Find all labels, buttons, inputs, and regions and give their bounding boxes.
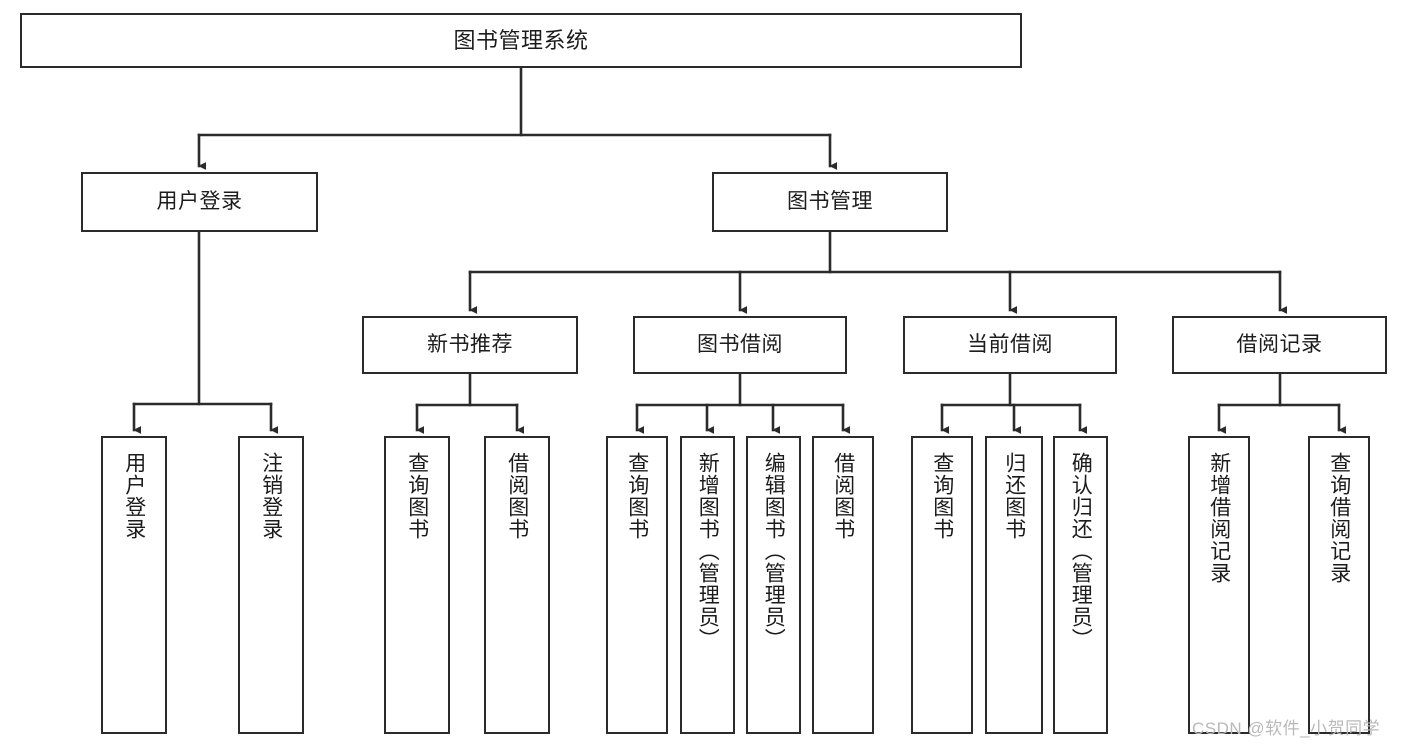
leaf-borrow-book-label: 借阅图书 — [831, 452, 855, 540]
node-user-login-label: 用户登录 — [156, 189, 243, 213]
node-current-borrow[interactable]: 当前借阅 — [903, 316, 1117, 374]
leaf-add-borrow-record[interactable]: 新增借阅记录 — [1188, 436, 1250, 734]
node-book-management-label: 图书管理 — [787, 189, 873, 213]
node-book-borrow-label: 图书借阅 — [697, 332, 783, 356]
leaf-query-book-recommend-label: 查询图书 — [405, 452, 429, 540]
leaf-query-borrow-record[interactable]: 查询借阅记录 — [1308, 436, 1370, 734]
leaf-query-borrow-record-label: 查询借阅记录 — [1327, 452, 1351, 584]
leaf-user-login-label: 用户登录 — [122, 452, 146, 540]
leaf-user-login[interactable]: 用户登录 — [101, 436, 167, 734]
leaf-user-logout-label: 注销登录 — [259, 452, 283, 540]
leaf-edit-book-admin[interactable]: 编辑图书（管理员） — [746, 436, 801, 734]
leaf-query-book-borrow[interactable]: 查询图书 — [606, 436, 668, 734]
leaf-query-book-current[interactable]: 查询图书 — [911, 436, 973, 734]
node-new-book-recommend-label: 新书推荐 — [427, 332, 513, 356]
node-root-label: 图书管理系统 — [453, 27, 589, 53]
leaf-edit-book-admin-label: 编辑图书（管理员） — [762, 452, 786, 650]
leaf-confirm-return-admin[interactable]: 确认归还（管理员） — [1053, 436, 1108, 734]
leaf-borrow-book-recommend-label: 借阅图书 — [505, 452, 529, 540]
watermark: CSDN @软件_小贺同学 — [1192, 719, 1381, 738]
node-user-login[interactable]: 用户登录 — [81, 172, 318, 232]
leaf-add-borrow-record-label: 新增借阅记录 — [1207, 452, 1231, 584]
leaf-query-book-recommend[interactable]: 查询图书 — [384, 436, 450, 734]
node-current-borrow-label: 当前借阅 — [967, 332, 1053, 356]
node-borrow-record-label: 借阅记录 — [1236, 332, 1323, 356]
node-borrow-record[interactable]: 借阅记录 — [1172, 316, 1387, 374]
leaf-confirm-return-admin-label: 确认归还（管理员） — [1069, 452, 1093, 650]
leaf-borrow-book[interactable]: 借阅图书 — [812, 436, 874, 734]
node-book-borrow[interactable]: 图书借阅 — [633, 316, 847, 374]
leaf-add-book-admin[interactable]: 新增图书（管理员） — [680, 436, 735, 734]
leaf-add-book-admin-label: 新增图书（管理员） — [696, 452, 720, 650]
node-root[interactable]: 图书管理系统 — [20, 13, 1022, 68]
leaf-query-book-current-label: 查询图书 — [930, 452, 954, 540]
leaf-query-book-borrow-label: 查询图书 — [625, 452, 649, 540]
leaf-user-logout[interactable]: 注销登录 — [238, 436, 304, 734]
node-new-book-recommend[interactable]: 新书推荐 — [362, 316, 578, 374]
leaf-return-book[interactable]: 归还图书 — [985, 436, 1043, 734]
leaf-borrow-book-recommend[interactable]: 借阅图书 — [484, 436, 550, 734]
node-book-management[interactable]: 图书管理 — [712, 172, 948, 232]
leaf-return-book-label: 归还图书 — [1002, 452, 1026, 540]
